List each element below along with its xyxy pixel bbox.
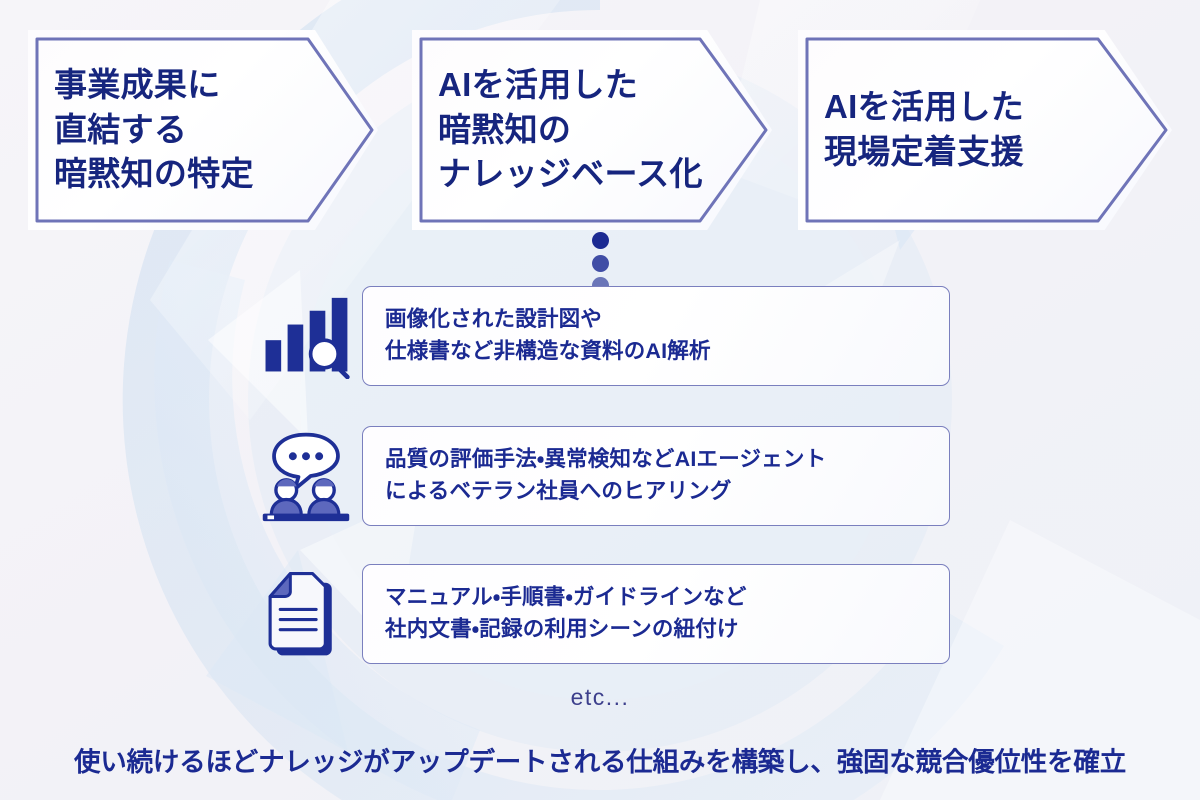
list-item[interactable]: 品質の評価手法・異常検知などAIエージェント によるベテラン社員へのヒアリング xyxy=(250,426,950,526)
list-item[interactable]: 画像化された設計図や 仕様書など非構造な資料のAI解析 xyxy=(250,286,950,386)
step-3-line-2: 現場定着支援 xyxy=(824,133,1024,170)
step-3-line-1: AIを活用した xyxy=(824,88,1025,126)
connector-dots xyxy=(592,232,614,294)
item-3-line-2: 社内文書・記録の利用シーンの紐付け xyxy=(385,617,739,641)
step-chevron-1[interactable]: 事業成果に 直結する 暗黙知の特定 xyxy=(28,30,378,230)
list-item[interactable]: マニュアル・手順書・ガイドラインなど 社内文書・記録の利用シーンの紐付け xyxy=(250,564,950,664)
bar-chart-search-icon xyxy=(250,286,362,386)
footer-caption: 使い続けるほどナレッジがアップデートされる仕組みを構築し、強固な競合優位性を確立 xyxy=(74,747,1126,777)
connector-dot-1 xyxy=(592,232,609,249)
item-3-line-1: マニュアル・手順書・ガイドラインなど xyxy=(385,585,747,610)
item-1-line-1: 画像化された設計図や xyxy=(385,307,603,332)
interview-people-speech-icon xyxy=(250,426,362,526)
step-2-line-2: 暗黙知の xyxy=(438,110,572,148)
connector-dot-2 xyxy=(592,255,609,272)
documents-icon xyxy=(250,564,362,664)
step-1-line-3: 暗黙知の特定 xyxy=(54,155,254,193)
step-2-line-3: ナレッジベース化 xyxy=(438,155,703,193)
item-card-2: 品質の評価手法・異常検知などAIエージェント によるベテラン社員へのヒアリング xyxy=(362,426,950,526)
step-chevron-2-text: AIを活用した 暗黙知の ナレッジベース化 xyxy=(438,63,726,198)
item-1-line-2: 仕様書など非構造な資料のAI解析 xyxy=(385,339,711,363)
etc-label: etc... xyxy=(570,684,630,710)
step-chevron-3[interactable]: AIを活用した 現場定着支援 xyxy=(798,30,1172,230)
item-card-3: マニュアル・手順書・ガイドラインなど 社内文書・記録の利用シーンの紐付け xyxy=(362,564,950,664)
item-card-1: 画像化された設計図や 仕様書など非構造な資料のAI解析 xyxy=(362,286,950,386)
step-1-line-2: 直結する xyxy=(54,110,188,148)
step-2-line-1: AIを活用した xyxy=(438,65,639,103)
item-2-line-1: 品質の評価手法・異常検知などAIエージェント xyxy=(385,447,827,472)
step-chevron-band: 事業成果に 直結する 暗黙知の特定 AIを活用した 暗黙知の ナレッジベース化 … xyxy=(0,30,1200,230)
step-chevron-3-text: AIを活用した 現場定着支援 xyxy=(824,85,1126,175)
step-chevron-1-text: 事業成果に 直結する 暗黙知の特定 xyxy=(54,63,332,198)
step-1-line-1: 事業成果に xyxy=(54,65,221,103)
step-chevron-2[interactable]: AIを活用した 暗黙知の ナレッジベース化 xyxy=(412,30,772,230)
item-2-line-2: によるベテラン社員へのヒアリング xyxy=(385,479,732,503)
